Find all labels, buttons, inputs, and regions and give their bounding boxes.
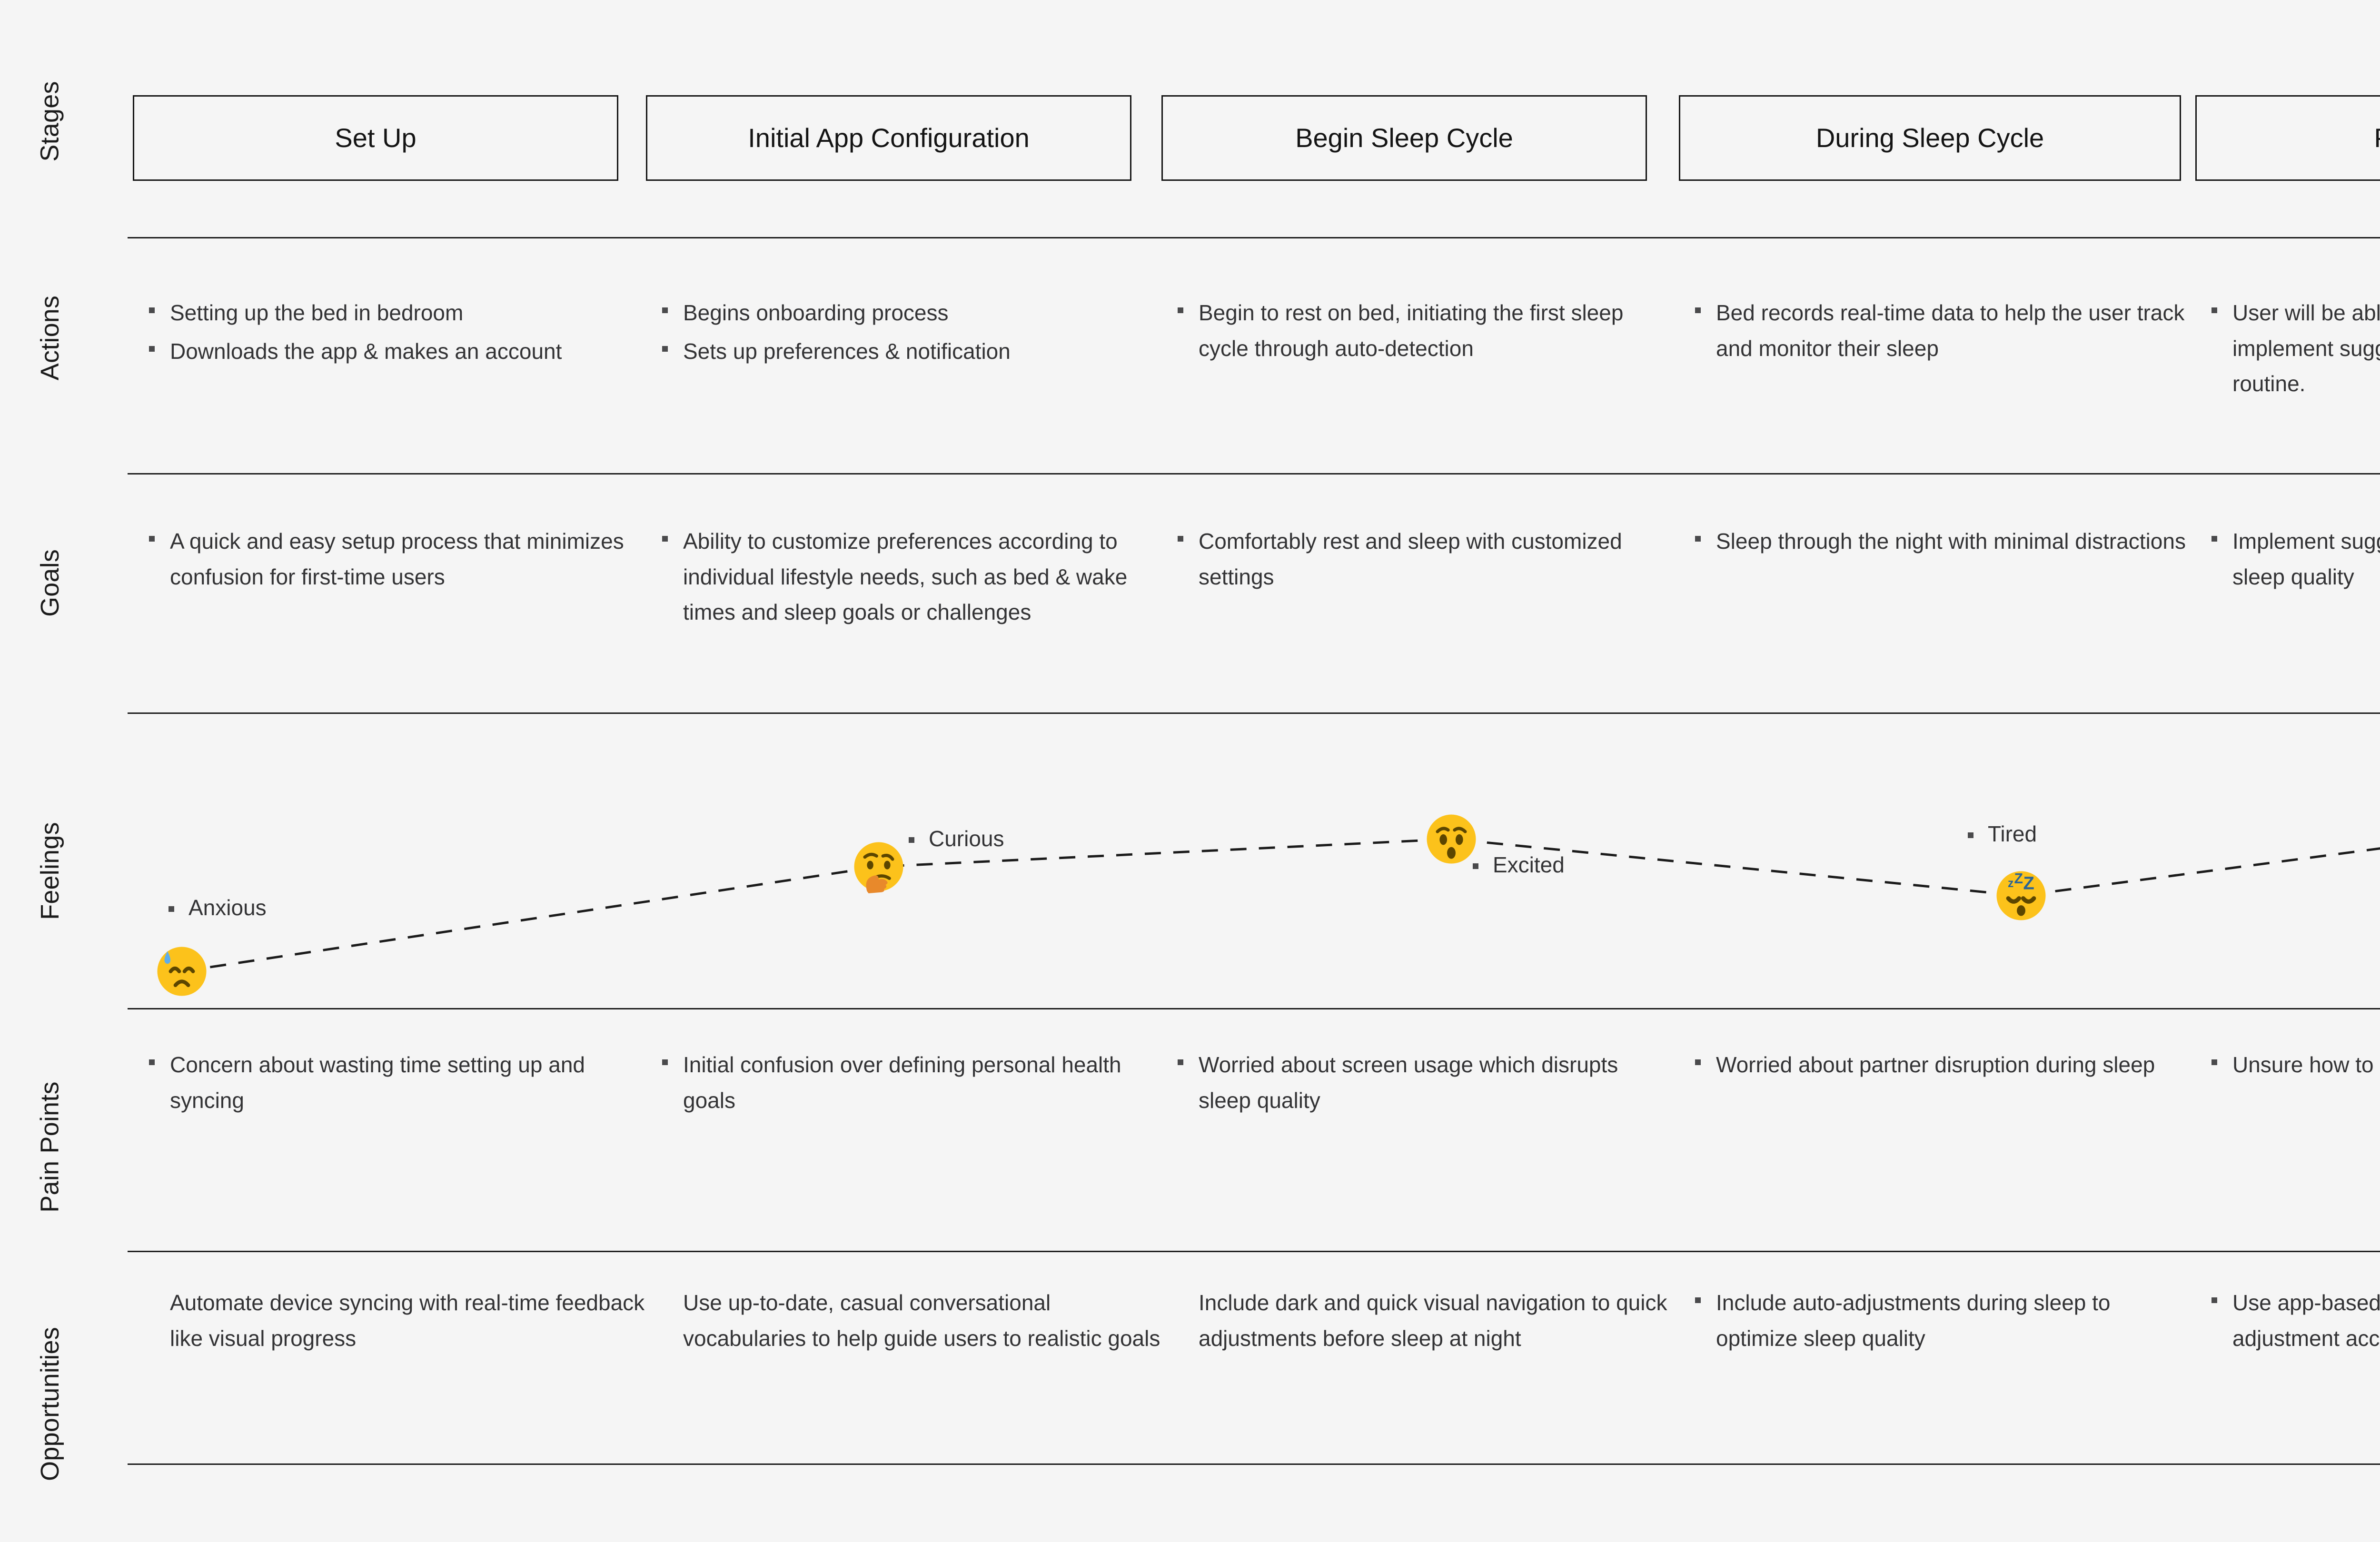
opportunities-cell-4: Include auto-adjustments during sleep to… [1692,1285,2190,1359]
list-item: Use app-based AI to automate and optimiz… [2209,1285,2380,1356]
bullet-list: Begin to rest on bed, initiating the fir… [1175,295,1656,366]
paragraph: Automate device syncing with real-time f… [170,1290,645,1351]
actions-cell-3: Begin to rest on bed, initiating the fir… [1175,295,1656,369]
hushed-face-emoji [1425,812,1478,866]
row-label-goals: Goals [0,504,100,662]
list-item: Unsure how to improve based on suggestio… [2209,1047,2380,1083]
list-item: Worried about screen usage which disrupt… [1175,1047,1656,1118]
paragraph: Use up-to-date, casual conversational vo… [683,1290,1160,1351]
stage-box-5[interactable]: Post-Sleep [2195,95,2380,181]
row-label-text: Stages [35,81,64,162]
row-divider-actions [128,473,2380,474]
row-label-text: Feelings [36,822,64,920]
stage-box-4[interactable]: During Sleep Cycle [1679,95,2181,181]
actions-cell-4: Bed records real-time data to help the u… [1692,295,2190,369]
stage-box-2[interactable]: Initial App Configuration [646,95,1131,181]
bullet-list: User will be able to view their sleep da… [2209,295,2380,402]
row-divider-stages [128,237,2380,238]
list-item: User will be able to view their sleep da… [2209,295,2380,402]
opportunities-cell-3: Include dark and quick visual navigation… [1199,1285,1679,1356]
paragraph: Include dark and quick visual navigation… [1199,1290,1667,1351]
bullet-list: Implement suggestions to ensure consiste… [2209,524,2380,594]
thinking-face-emoji [852,840,905,893]
bullet-list: Unsure how to improve based on suggestio… [2209,1047,2380,1083]
bullet-list: Concern about wasting time setting up an… [146,1047,627,1118]
row-label-text: Goals [35,549,64,617]
bullet-list: Worried about screen usage which disrupt… [1175,1047,1656,1118]
list-item: Initial confusion over defining personal… [659,1047,1140,1118]
list-item: Downloads the app & makes an account [146,334,627,369]
row-divider-pain_points [128,1251,2380,1252]
row-label-actions: Actions [0,267,100,409]
sad-but-relieved-face-emoji [155,945,208,998]
row-label-text: Actions [35,295,64,381]
list-item: Begin to rest on bed, initiating the fir… [1175,295,1656,366]
stage-box-3[interactable]: Begin Sleep Cycle [1161,95,1647,181]
goals-cell-2: Ability to customize preferences accordi… [659,524,1140,633]
goals-cell-1: A quick and easy setup process that mini… [146,524,627,597]
feeling-label-1: Anxious [167,895,267,920]
svg-text:Z: Z [2023,874,2034,894]
stage-label: Post-Sleep [2374,123,2380,153]
list-item: Include auto-adjustments during sleep to… [1692,1285,2190,1356]
row-label-text: Pain Points [36,1081,64,1213]
goals-cell-5: Implement suggestions to ensure consiste… [2209,524,2380,597]
feeling-label-3: Excited [1471,852,1565,878]
svg-text:Z: Z [2014,871,2023,887]
row-label-opportunities: Opportunities [0,1275,100,1532]
list-item: Comfortably rest and sleep with customiz… [1175,524,1656,594]
opportunities-cell-1: Automate device syncing with real-time f… [170,1285,651,1356]
opportunities-cell-5: Use app-based AI to automate and optimiz… [2209,1285,2380,1359]
stage-label: Begin Sleep Cycle [1295,123,1513,153]
list-item: Worried about partner disruption during … [1692,1047,2190,1083]
pain-points-cell-3: Worried about screen usage which disrupt… [1175,1047,1656,1121]
stage-label: Set Up [335,123,416,153]
bullet-list: Use app-based AI to automate and optimiz… [2209,1285,2380,1356]
feeling-label-2: Curious [907,826,1004,851]
bullet-list: Include auto-adjustments during sleep to… [1692,1285,2190,1356]
list-item: Sets up preferences & notification [659,334,1140,369]
list-item: Begins onboarding process [659,295,1140,331]
bullet-list: A quick and easy setup process that mini… [146,524,627,594]
bullet-list: Worried about partner disruption during … [1692,1047,2190,1083]
bullet-list: Initial confusion over defining personal… [659,1047,1140,1118]
list-item: Concern about wasting time setting up an… [146,1047,627,1118]
actions-cell-5: User will be able to view their sleep da… [2209,295,2380,405]
svg-text:z: z [2008,877,2013,890]
stage-box-1[interactable]: Set Up [133,95,618,181]
pain-points-cell-4: Worried about partner disruption during … [1692,1047,2190,1086]
pain-points-cell-5: Unsure how to improve based on suggestio… [2209,1047,2380,1086]
list-item: A quick and easy setup process that mini… [146,524,627,594]
pain-points-cell-1: Concern about wasting time setting up an… [146,1047,627,1121]
row-divider-feelings [128,1008,2380,1009]
bullet-list: Bed records real-time data to help the u… [1692,295,2190,366]
bullet-list: Comfortably rest and sleep with customiz… [1175,524,1656,594]
row-label-stages: Stages [0,67,100,176]
bullet-list: Sleep through the night with minimal dis… [1692,524,2190,559]
row-label-pain_points: Pain Points [0,1038,100,1256]
goals-cell-3: Comfortably rest and sleep with customiz… [1175,524,1656,597]
opportunities-cell-2: Use up-to-date, casual conversational vo… [683,1285,1164,1356]
row-divider-goals [128,712,2380,714]
row-label-text: Opportunities [36,1327,64,1481]
goals-cell-4: Sleep through the night with minimal dis… [1692,524,2190,562]
list-item: Sleep through the night with minimal dis… [1692,524,2190,559]
stage-label: During Sleep Cycle [1815,123,2044,153]
stage-label: Initial App Configuration [748,123,1030,153]
list-item: Implement suggestions to ensure consiste… [2209,524,2380,594]
row-divider-opportunities [128,1463,2380,1465]
pain-points-cell-2: Initial confusion over defining personal… [659,1047,1140,1121]
list-item: Setting up the bed in bedroom [146,295,627,331]
bullet-list: Ability to customize preferences accordi… [659,524,1140,630]
list-item: Ability to customize preferences accordi… [659,524,1140,630]
list-item: Bed records real-time data to help the u… [1692,295,2190,366]
row-label-feelings: Feelings [0,771,100,971]
feeling-label-4: Tired [1966,821,2037,847]
